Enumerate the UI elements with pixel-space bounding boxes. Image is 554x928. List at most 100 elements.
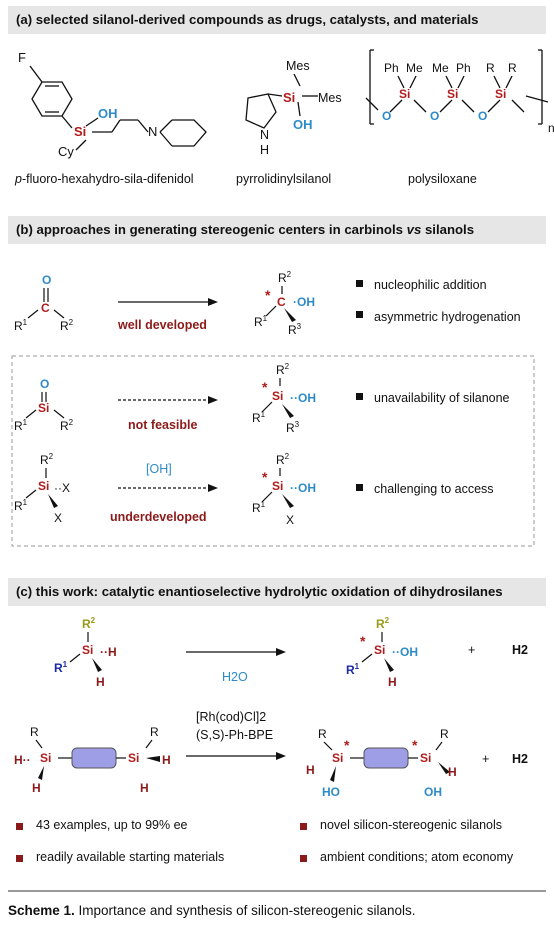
svg-text:R: R (508, 61, 517, 75)
svg-text:OH: OH (98, 106, 118, 121)
svg-text:R2: R2 (60, 318, 74, 333)
dashed-box (11, 355, 535, 547)
svg-text:R2: R2 (276, 362, 290, 377)
svg-text:C: C (277, 295, 286, 309)
bullet-nucleophilic-addition: nucleophilic addition (374, 278, 487, 292)
svg-text:R1: R1 (252, 500, 266, 515)
bullet-asymmetric-hydrogenation: asymmetric hydrogenation (374, 310, 521, 324)
svg-text:R: R (30, 725, 39, 739)
svg-text:Si: Si (399, 87, 410, 101)
svg-text:R: R (486, 61, 495, 75)
bullet-43-examples: 43 examples, up to 99% ee (36, 818, 188, 832)
svg-text:O: O (430, 109, 439, 123)
svg-text:Me: Me (406, 61, 423, 75)
plus-1: + (468, 643, 476, 657)
svg-text:R1: R1 (254, 314, 268, 329)
section-a-header: (a) selected silanol-derived compounds a… (8, 6, 546, 34)
svg-text:H: H (448, 765, 457, 779)
arrow-label-underdeveloped: underdeveloped (110, 510, 207, 524)
svg-text:Me: Me (432, 61, 449, 75)
svg-text:H: H (96, 675, 105, 689)
section-a-structures: F Si OH Cy N Mes Si Mes OH N H (18, 49, 554, 159)
svg-text:Mes: Mes (286, 59, 310, 73)
svg-text:R1: R1 (14, 318, 28, 333)
svg-text:·OH: ·OH (293, 295, 315, 309)
svg-text:Si: Si (38, 401, 49, 415)
svg-text:HO: HO (322, 785, 340, 799)
svg-text:O: O (478, 109, 487, 123)
svg-text:R1: R1 (252, 410, 266, 425)
svg-text:OH: OH (424, 785, 442, 799)
svg-text:H: H (306, 763, 315, 777)
section-c-header: (c) this work: catalytic enantioselectiv… (8, 578, 546, 606)
svg-text:R1: R1 (346, 662, 360, 677)
bullet-novel-silanols: novel silicon-stereogenic silanols (320, 818, 503, 832)
svg-text:Si: Si (82, 643, 93, 657)
compound-name-polysiloxane: polysiloxane (408, 172, 477, 186)
bullet-starting-materials: readily available starting materials (36, 850, 225, 864)
svg-text:*: * (265, 287, 271, 303)
section-c-structures: R2 Si ··H R1 H R2 * Si ··OH R1 H R Si H·… (14, 616, 457, 799)
svg-text:R2: R2 (376, 616, 390, 631)
plus-2: + (482, 752, 490, 766)
svg-text:Si: Si (447, 87, 458, 101)
arrow-above-oh: [OH] (146, 462, 172, 476)
svg-text:Si: Si (40, 751, 51, 765)
svg-text:X: X (286, 513, 294, 527)
scheme-caption: Scheme 1. Importance and synthesis of si… (8, 903, 416, 918)
silanol-structure-row3: R2 * Si ··OH R1 X (252, 452, 316, 527)
bullet-icon (300, 823, 307, 830)
svg-text:X: X (54, 511, 62, 525)
svg-text:R3: R3 (286, 420, 300, 435)
svg-text:R2: R2 (82, 616, 96, 631)
bullet-unavailability: unavailability of silanone (374, 391, 510, 405)
svg-text:Si: Si (374, 643, 385, 657)
svg-text:R: R (150, 725, 159, 739)
arrow-label-not-feasible: not feasible (128, 418, 198, 432)
svg-text:··H: ··H (100, 645, 117, 659)
svg-text:H: H (32, 781, 41, 795)
svg-text:*: * (262, 379, 268, 395)
svg-text:F: F (18, 50, 26, 65)
svg-text:Si: Si (272, 479, 283, 493)
svg-text:Si: Si (283, 90, 295, 105)
h2-product-2: H2 (512, 752, 528, 766)
svg-text:··OH: ··OH (290, 391, 316, 405)
compound-name-difenidol: p-fluoro-hexahydro-sila-difenidol (15, 172, 194, 186)
carbinol-structure: R2 * C ·OH R1 R3 (254, 270, 315, 337)
svg-text:R3: R3 (288, 322, 302, 337)
section-b-structures: O C R1 R2 R2 * C ·OH R1 R3 O Si R1 R2 R2 (11, 270, 535, 547)
svg-text:R2: R2 (60, 418, 74, 433)
svg-text:N: N (260, 128, 269, 142)
bullet-challenging: challenging to access (374, 482, 494, 496)
svg-text:*: * (262, 469, 268, 485)
catalyst-line2: (S,S)-Ph-BPE (196, 728, 274, 742)
svg-text:··OH: ··OH (392, 645, 418, 659)
bullet-icon (300, 855, 307, 862)
compound-name-pyrrolidinylsilanol: pyrrolidinylsilanol (236, 172, 332, 186)
svg-text:H··: H·· (14, 753, 31, 767)
svg-text:Ph: Ph (456, 61, 471, 75)
svg-text:n: n (548, 121, 554, 135)
pyrrolidinylsilanol-structure (245, 73, 318, 129)
svg-text:N: N (148, 124, 157, 139)
svg-text:*: * (344, 737, 350, 753)
svg-text:Si: Si (38, 479, 49, 493)
svg-text:H: H (140, 781, 149, 795)
svg-text:H: H (260, 143, 269, 157)
svg-text:Si: Si (495, 87, 506, 101)
linker-box-right (363, 747, 409, 769)
linker-box-left (71, 747, 117, 769)
svg-text:Si: Si (128, 751, 139, 765)
svg-text:R1: R1 (54, 660, 68, 675)
svg-text:R2: R2 (278, 270, 292, 285)
svg-text:Si: Si (420, 751, 431, 765)
svg-text:R1: R1 (14, 498, 28, 513)
svg-text:Si: Si (332, 751, 343, 765)
svg-text:O: O (42, 273, 51, 287)
reagent-water: H2O (222, 670, 248, 684)
svg-text:O: O (40, 377, 49, 391)
svg-text:Mes: Mes (318, 91, 342, 105)
svg-text:*: * (412, 737, 418, 753)
bis-dihydrosilane-structure: R Si H·· H Si R H H (14, 725, 171, 795)
